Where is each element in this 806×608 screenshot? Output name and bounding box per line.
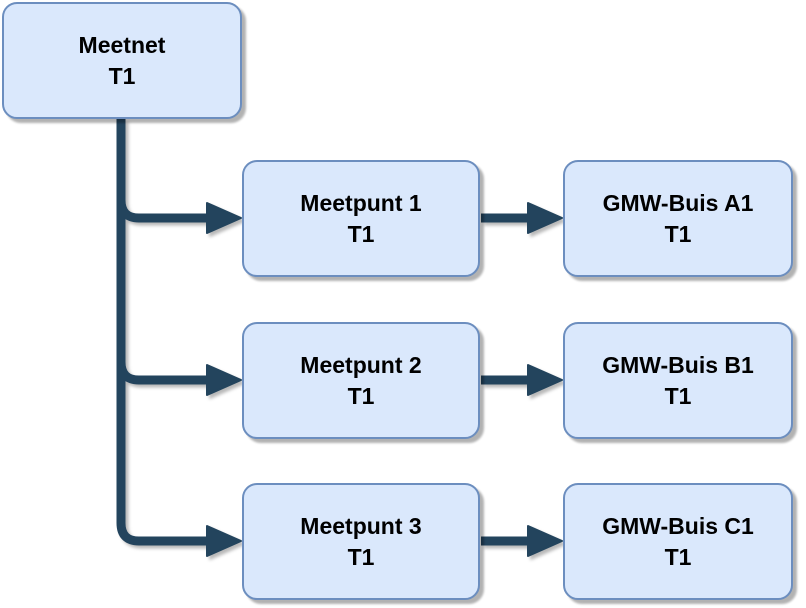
node-meetpunt-3-subtitle: T1 xyxy=(347,543,375,570)
arrowhead-icon xyxy=(527,364,563,396)
node-gmw-buis-c1-title: GMW-Buis C1 xyxy=(602,512,754,539)
node-meetnet-title: Meetnet xyxy=(78,31,166,58)
node-meetpunt-1: Meetpunt 1 T1 xyxy=(242,160,480,277)
connector-meetpunt2-gmwB1 xyxy=(481,364,563,396)
connector-meetnet-meetpunt1 xyxy=(116,119,242,234)
node-meetpunt-2-subtitle: T1 xyxy=(347,382,375,409)
node-gmw-buis-c1: GMW-Buis C1 T1 xyxy=(563,483,793,600)
connector-meetnet-meetpunt2 xyxy=(116,119,242,396)
node-meetnet: Meetnet T1 xyxy=(2,2,242,119)
node-meetpunt-2-title: Meetpunt 2 xyxy=(300,351,422,378)
node-gmw-buis-b1-title: GMW-Buis B1 xyxy=(602,351,754,378)
node-meetnet-subtitle: T1 xyxy=(108,62,136,89)
node-gmw-buis-a1: GMW-Buis A1 T1 xyxy=(563,160,793,277)
node-gmw-buis-b1: GMW-Buis B1 T1 xyxy=(563,322,793,439)
node-meetpunt-3: Meetpunt 3 T1 xyxy=(242,483,480,600)
node-gmw-buis-c1-subtitle: T1 xyxy=(664,543,692,570)
node-meetpunt-1-title: Meetpunt 1 xyxy=(300,189,422,216)
arrowhead-icon xyxy=(206,202,242,234)
node-meetpunt-3-title: Meetpunt 3 xyxy=(300,512,422,539)
connector-meetpunt3-gmwC1 xyxy=(481,525,563,557)
connector-meetnet-meetpunt3 xyxy=(116,119,242,557)
node-gmw-buis-a1-subtitle: T1 xyxy=(664,220,692,247)
connector-meetpunt1-gmwA1 xyxy=(481,202,563,234)
arrowhead-icon xyxy=(206,525,242,557)
arrowhead-icon xyxy=(206,364,242,396)
node-meetpunt-1-subtitle: T1 xyxy=(347,220,375,247)
node-gmw-buis-a1-title: GMW-Buis A1 xyxy=(602,189,754,216)
arrowhead-icon xyxy=(527,202,563,234)
arrowhead-icon xyxy=(527,525,563,557)
node-gmw-buis-b1-subtitle: T1 xyxy=(664,382,692,409)
node-meetpunt-2: Meetpunt 2 T1 xyxy=(242,322,480,439)
